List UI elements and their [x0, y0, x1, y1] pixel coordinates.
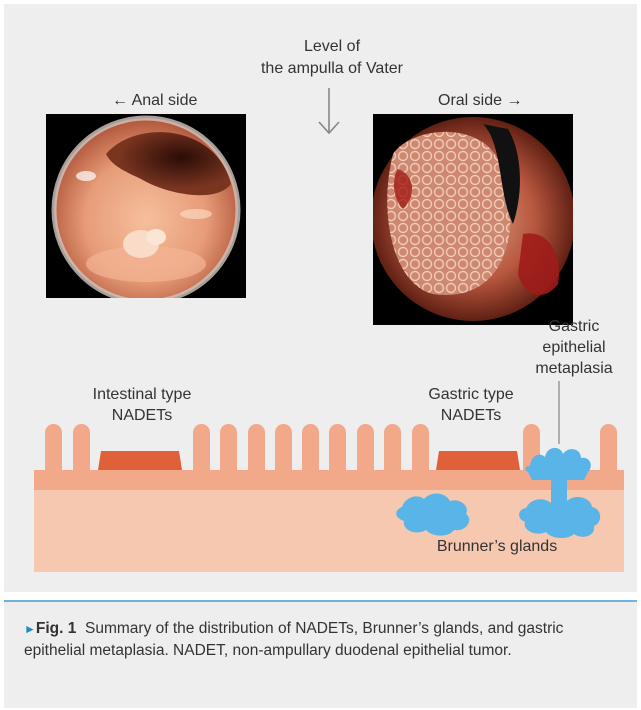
gastric-nadet-lesion — [436, 451, 520, 470]
intestinal-nadet-lesion — [98, 451, 182, 470]
villus-5 — [248, 424, 265, 484]
caption-marker-icon: ► — [24, 622, 36, 636]
brunners-glands-label: Brunner’s glands — [424, 536, 570, 558]
duodenal-mucosa-diagram — [4, 4, 637, 592]
figure-caption: ►Fig. 1 Summary of the distribution of N… — [24, 618, 624, 662]
villus-2 — [73, 424, 90, 484]
villus-13 — [600, 424, 617, 484]
villus-7 — [302, 424, 319, 484]
villus-3 — [193, 424, 210, 484]
villus-4 — [220, 424, 237, 484]
figure-panel: Level of the ampulla of Vater ← Anal sid… — [4, 4, 637, 592]
villus-11 — [412, 424, 429, 484]
villus-8 — [329, 424, 346, 484]
caption-text: Summary of the distribution of NADETs, B… — [24, 620, 563, 659]
villus-1 — [45, 424, 62, 484]
villus-9 — [357, 424, 374, 484]
figure-number: Fig. 1 — [36, 620, 76, 637]
villus-6 — [275, 424, 292, 484]
villus-10 — [384, 424, 401, 484]
caption-panel: ►Fig. 1 Summary of the distribution of N… — [4, 600, 637, 708]
